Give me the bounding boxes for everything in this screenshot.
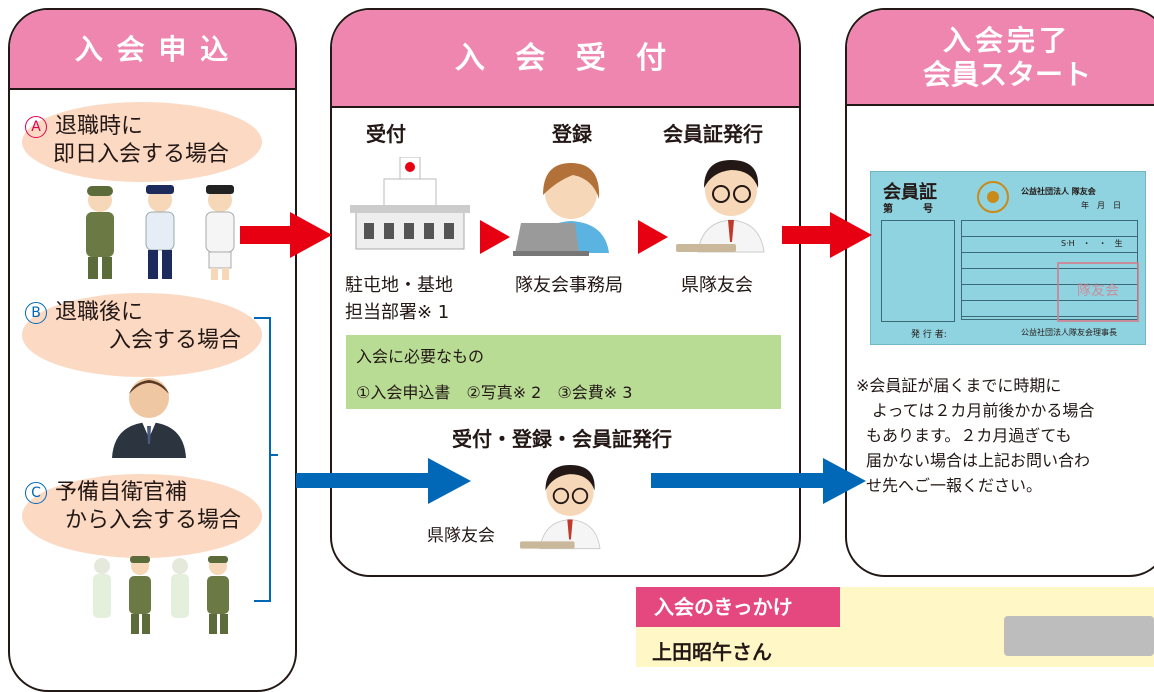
case-b-text: B 退職後に 入会する場合 — [25, 299, 241, 355]
step1-label-line2: 担当部署※ 1 — [345, 302, 450, 323]
blue-arrow-to-completion — [651, 458, 866, 504]
card-org: 公益社団法人 隊友会 — [1021, 187, 1096, 196]
step3-label: 県隊友会 — [681, 275, 753, 296]
requirements-box: 入会に必要なもの ①入会申込書 ②写真※ 2 ③会費※ 3 — [346, 335, 781, 409]
blue-arrow-to-reception — [296, 458, 471, 504]
card-footer-org: 公益社団法人隊友会理事長 — [1021, 328, 1117, 337]
case-b-bubble — [22, 293, 262, 377]
air-force-officer-figure — [145, 185, 175, 279]
card-title: 会員証 — [883, 182, 937, 203]
red-arrow-to-reception — [240, 212, 332, 258]
case-c-line2: から入会する場合 — [65, 508, 242, 533]
case-c-bubble — [22, 474, 262, 558]
step2-title: 登録 — [552, 122, 592, 146]
case-a-line1: 退職時に — [55, 114, 144, 139]
garrison-building-icon — [350, 157, 470, 250]
reserve-candidates-illustration — [93, 556, 229, 634]
case-c-mark: C — [25, 482, 47, 504]
application-panel-title: 入 会 申 込 — [10, 10, 295, 90]
step-arrow-1 — [480, 220, 510, 254]
soldiers-illustration — [86, 185, 235, 280]
completion-title-line2: 会員スタート — [922, 58, 1091, 91]
note-line-2: よっては２カ月前後かかる場合 — [872, 401, 1095, 420]
businessman-avatar — [112, 378, 186, 458]
delivery-note: ※会員証が届くまでに時期に よっては２カ月前後かかる場合 もあります。２カ月過ぎ… — [856, 373, 1095, 498]
step3-title: 会員証発行 — [663, 122, 763, 146]
completion-panel-title: 入会完了 会員スタート — [847, 10, 1154, 106]
card-seal: 隊友会 — [1057, 262, 1139, 322]
case-b-mark: B — [25, 302, 47, 324]
reception-panel-title: 入 会 受 付 — [332, 10, 799, 108]
card-era: S·H ・ ・ 生 — [1061, 239, 1123, 248]
army-soldier-figure — [86, 186, 114, 279]
note-line-3: もあります。２カ月過ぎても — [866, 426, 1072, 445]
step1-title: 受付 — [366, 122, 406, 146]
note-line-5: せ先へご一報ください。 — [866, 476, 1043, 495]
combined-step-label: 県隊友会 — [427, 526, 495, 546]
requirements-heading: 入会に必要なもの — [356, 347, 485, 366]
office-worker-laptop-icon — [513, 163, 609, 256]
combined-step-title: 受付・登録・会員証発行 — [452, 427, 672, 451]
step2-label: 隊友会事務局 — [515, 275, 623, 296]
kentaiyu-staff-icon — [676, 160, 765, 253]
case-a-line2: 即日入会する場合 — [53, 142, 230, 167]
navy-officer-figure — [205, 185, 235, 280]
card-number-label: 第 号 — [883, 204, 933, 215]
kikkake-tab: 入会のきっかけ — [636, 587, 840, 627]
case-c-line1: 予備自衛官補 — [55, 480, 188, 505]
case-a-mark: A — [25, 116, 47, 138]
step1-label: 駐屯地・基地 担当部署※ 1 — [345, 272, 453, 326]
case-a-text: A 退職時に 即日入会する場合 — [25, 113, 229, 169]
membership-card: 会員証 第 号 公益社団法人 隊友会 年 月 日 S·H ・ ・ 生 隊友会 発… — [870, 171, 1146, 345]
bc-bracket — [254, 317, 278, 602]
card-date: 年 月 日 — [1081, 201, 1121, 210]
kikkake-photo — [1004, 616, 1154, 656]
card-emblem-icon — [977, 181, 1009, 213]
requirements-items: ①入会申込書 ②写真※ 2 ③会費※ 3 — [356, 383, 633, 402]
completion-title-line1: 入会完了 — [942, 24, 1071, 57]
step-arrow-2 — [638, 220, 668, 254]
case-b-line2: 入会する場合 — [109, 328, 242, 353]
red-arrow-to-completion — [782, 212, 872, 258]
step1-label-line1: 駐屯地・基地 — [345, 275, 453, 296]
note-line-1: ※会員証が届くまでに時期に — [856, 376, 1062, 395]
case-c-text: C 予備自衛官補 から入会する場合 — [25, 479, 241, 535]
card-photo-box — [881, 220, 955, 322]
case-b-line1: 退職後に — [55, 300, 144, 325]
note-line-4: 届かない場合は上記お問い合わ — [866, 451, 1091, 470]
card-issuer: 発 行 者: — [911, 330, 947, 340]
case-a-bubble — [22, 102, 262, 182]
kentaiyu-staff-icon-2 — [520, 465, 601, 550]
